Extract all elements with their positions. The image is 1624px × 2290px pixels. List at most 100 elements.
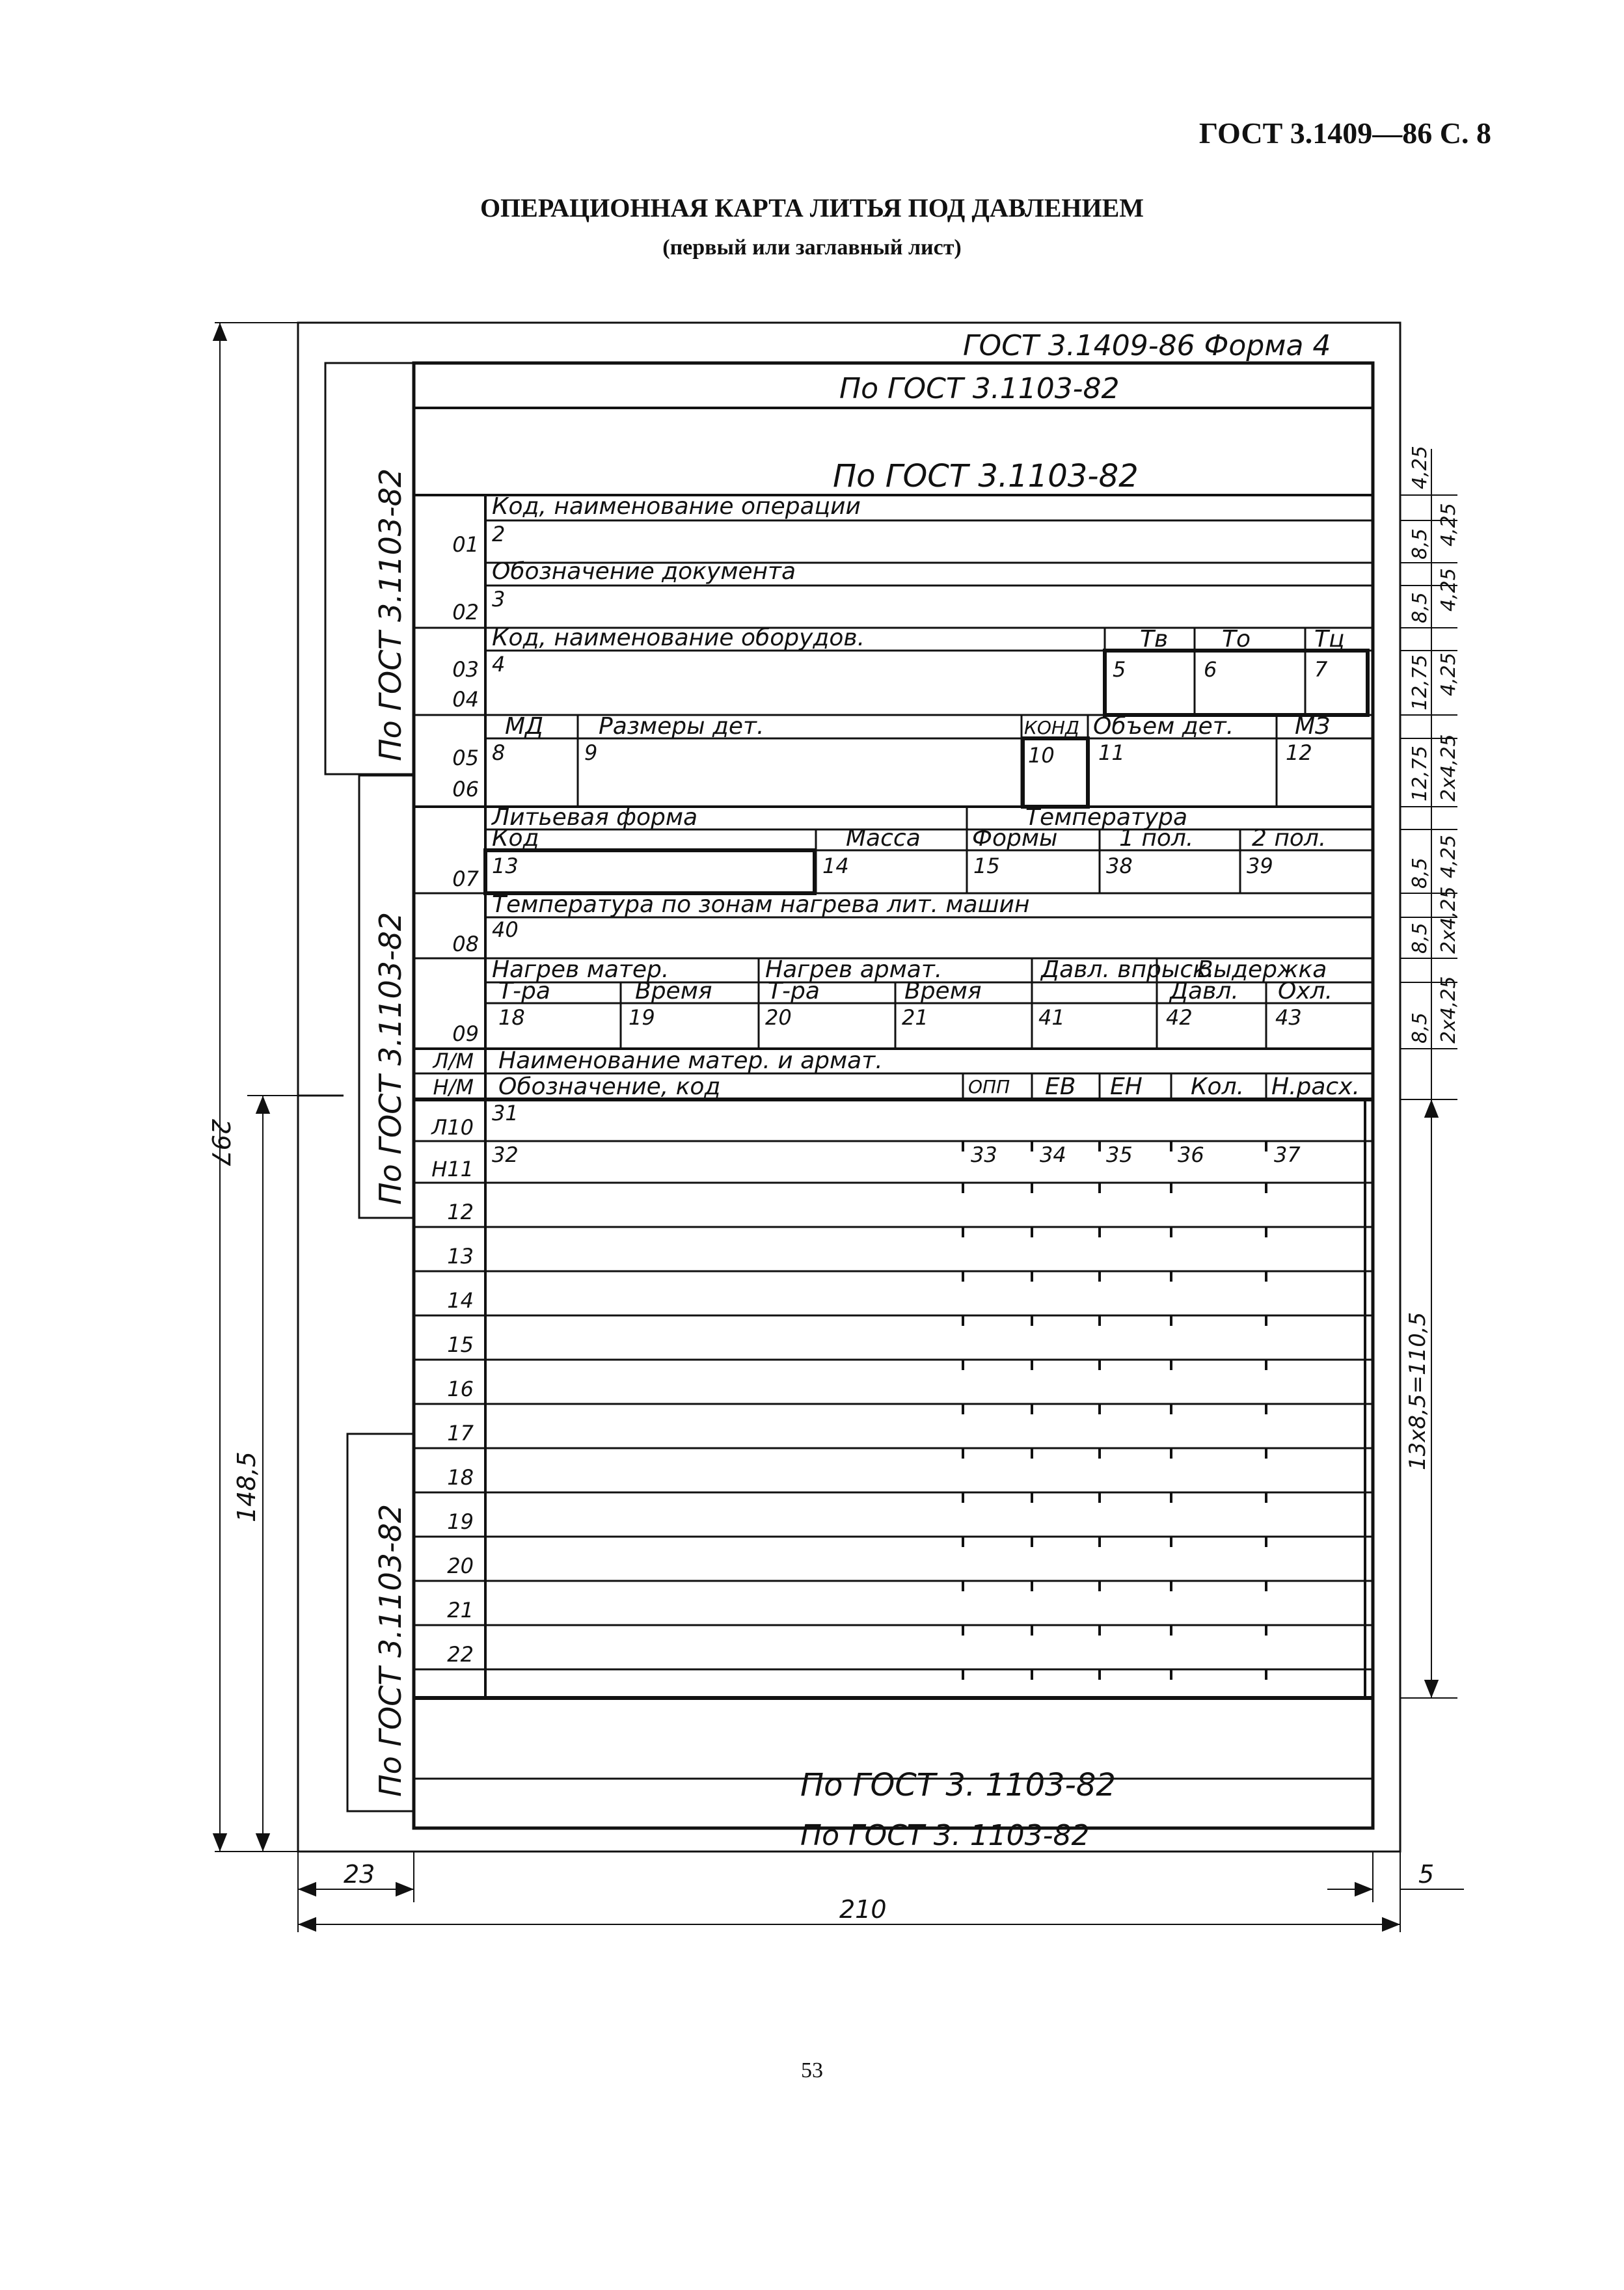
header-temperature: Температура <box>1025 804 1187 831</box>
right-dimensions: 4,25 8,5 4,25 8,5 4,25 12,75 4,25 12,75 … <box>1400 446 1460 1699</box>
header-material-code: Обозначение, код <box>498 1073 720 1100</box>
row-number: 13 <box>447 1244 474 1269</box>
header-time-b: Время <box>904 978 982 1004</box>
field-number: 39 <box>1247 854 1273 878</box>
ref-side-2: По ГОСТ 3.1103-82 <box>373 912 408 1205</box>
row-number: 16 <box>447 1377 474 1401</box>
header-tv: Тв <box>1140 626 1168 653</box>
field-number: 41 <box>1038 1005 1065 1030</box>
header-to: То <box>1222 626 1251 653</box>
field-number: 43 <box>1275 1005 1302 1030</box>
form-frame <box>297 321 1401 1853</box>
dimension-label: 4,25 <box>1437 653 1460 696</box>
header-hold: Выдержка <box>1197 956 1327 983</box>
header-mass: Масса <box>846 825 921 852</box>
dimension-210: 210 <box>839 1895 887 1924</box>
row-number: 21 <box>447 1598 474 1623</box>
field-number: 3 <box>492 587 505 612</box>
header-mat-heat: Нагрев матер. <box>492 956 669 983</box>
header-tc: Тц <box>1314 626 1345 653</box>
header-en: ЕН <box>1110 1073 1143 1100</box>
header-kond: КОНД <box>1024 717 1079 738</box>
dimension-23: 23 <box>344 1860 375 1889</box>
field-number: 6 <box>1204 657 1217 682</box>
row-number: 22 <box>447 1642 474 1667</box>
field-number: 10 <box>1028 743 1055 768</box>
row-number: 14 <box>447 1288 474 1313</box>
field-number: 36 <box>1178 1142 1204 1167</box>
ref-side-1: По ГОСТ 3.1103-82 <box>373 468 408 761</box>
field-number: 34 <box>1040 1142 1066 1167</box>
header-opp: ОПП <box>968 1076 1010 1098</box>
ref-bottom-1: По ГОСТ 3. 1103-82 <box>800 1767 1116 1803</box>
header-half1: 1 пол. <box>1119 825 1193 852</box>
bold-field-boxes <box>483 649 1370 895</box>
header-norm: Н.расх. <box>1271 1073 1360 1100</box>
dimension-label: 4,25 <box>1437 568 1460 612</box>
header-arm-heat: Нагрев армат. <box>765 956 942 983</box>
dimension-297: 297 <box>206 1119 235 1166</box>
row-number: 03 <box>452 657 479 682</box>
header-mz: МЗ <box>1295 713 1330 740</box>
row-number: 07 <box>452 867 479 891</box>
outer-dimensions: 297 148,5 23 210 5 <box>206 322 1464 1932</box>
dimension-label: 2х4,25 <box>1437 976 1460 1044</box>
form-label: ГОСТ 3.1409-86 Форма 4 <box>963 329 1331 362</box>
row-number: Л/М <box>433 1049 474 1073</box>
dimension-label: 12,75 <box>1409 746 1431 801</box>
field-number: 21 <box>902 1005 928 1030</box>
field-number: 42 <box>1166 1005 1193 1030</box>
field-headers: Код, наименование операции Обозначение д… <box>491 493 1360 1100</box>
dimension-label: 4,25 <box>1437 835 1460 878</box>
ref-header: По ГОСТ 3.1103-82 <box>833 458 1139 494</box>
row-number: 09 <box>452 1021 479 1046</box>
header-material-name: Наименование матер. и армат. <box>498 1047 883 1074</box>
row-number: 01 <box>452 532 479 557</box>
row-number: Н/М <box>433 1075 474 1099</box>
header-molds: Формы <box>972 825 1057 852</box>
row-number: 15 <box>447 1332 474 1357</box>
field-number: 7 <box>1314 657 1328 682</box>
header-hold-press: Давл. <box>1169 978 1239 1004</box>
field-number: 20 <box>765 1005 792 1030</box>
dimension-label: 8,5 <box>1409 857 1431 889</box>
dimension-label: 2х4,25 <box>1437 734 1460 801</box>
row-number: 17 <box>447 1421 474 1446</box>
field-number: 15 <box>973 854 1000 878</box>
field-number: 38 <box>1106 854 1133 878</box>
field-number: 2 <box>492 522 505 546</box>
field-number: 37 <box>1274 1142 1301 1167</box>
field-number: 9 <box>584 740 597 765</box>
header-code: Код <box>492 825 539 852</box>
ref-side-3: По ГОСТ 3.1103-82 <box>373 1504 408 1797</box>
document-title: ОПЕРАЦИОННАЯ КАРТА ЛИТЬЯ ПОД ДАВЛЕНИЕМ <box>480 193 1144 222</box>
dimension-5: 5 <box>1418 1860 1434 1889</box>
row-number: 08 <box>452 932 479 956</box>
field-numbers: 2 3 4 5 6 7 8 9 10 11 12 13 14 15 38 39 … <box>492 522 1328 1167</box>
header-part-volume: Объем дет. <box>1093 713 1234 740</box>
field-number: 35 <box>1106 1142 1133 1167</box>
header-document: Обозначение документа <box>492 558 796 585</box>
dimension-label: 4,25 <box>1409 446 1431 489</box>
header-cool: Охл. <box>1278 978 1333 1004</box>
row-number: 19 <box>447 1509 474 1534</box>
header-ev: ЕВ <box>1045 1073 1076 1100</box>
field-number: 33 <box>971 1142 997 1167</box>
header-temp-b: Т-ра <box>768 978 820 1004</box>
field-number: 40 <box>492 917 519 942</box>
document-subtitle: (первый или заглавный лист) <box>662 236 962 260</box>
header-md: МД <box>505 713 543 740</box>
row-number: 06 <box>452 777 479 801</box>
row-number: 04 <box>452 687 479 712</box>
field-number: 19 <box>629 1005 655 1030</box>
header-mold: Литьевая форма <box>491 804 697 831</box>
dimension-label: 4,25 <box>1437 503 1460 546</box>
field-number: 32 <box>492 1142 519 1167</box>
page-header: ГОСТ 3.1409—86 С. 8 <box>1198 116 1491 150</box>
field-number: 12 <box>1286 740 1312 765</box>
dimension-label: 13х8,5=110,5 <box>1405 1312 1431 1470</box>
field-number: 14 <box>822 854 849 878</box>
row-number: 20 <box>447 1554 474 1578</box>
dimension-label: 8,5 <box>1409 923 1431 954</box>
row-number: Н11 <box>431 1157 474 1181</box>
